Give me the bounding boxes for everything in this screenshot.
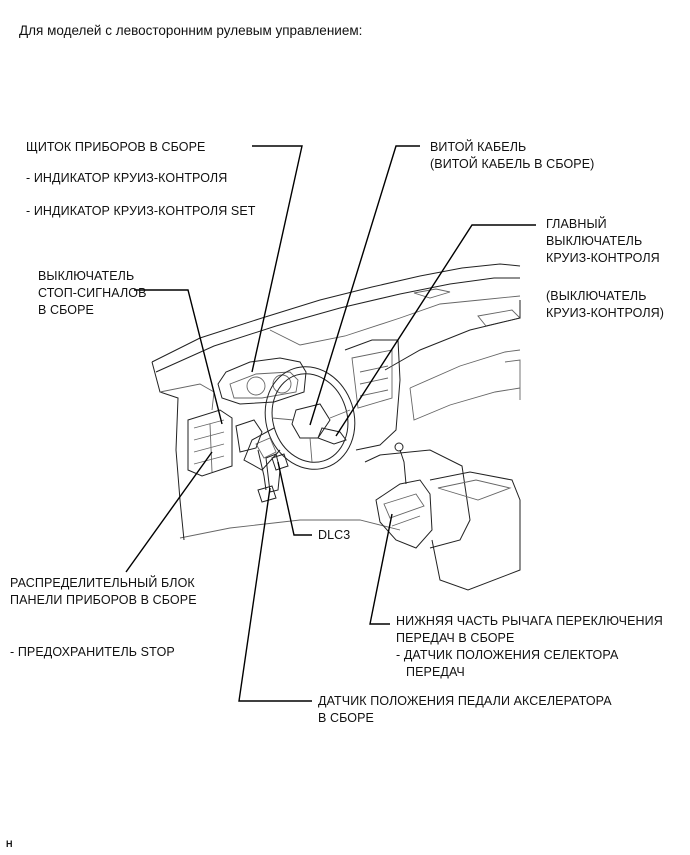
label-shift-lever-line2: ПЕРЕДАЧ В СБОРЕ [396, 631, 515, 645]
label-cruise-set-indicator: - ИНДИКАТОР КРУИЗ-КОНТРОЛЯ SET [26, 204, 256, 218]
pedal-bracket [235, 419, 263, 453]
left-pillar [151, 361, 185, 541]
label-shift-lever: НИЖНЯЯ ЧАСТЬ РЫЧАГА ПЕРЕКЛЮЧЕНИЯ ПЕРЕДАЧ… [396, 613, 663, 681]
center-stack [344, 339, 401, 451]
center-stack-panel [351, 349, 393, 409]
label-main-switch-note-line1: (ВЫКЛЮЧАТЕЛЬ [546, 289, 647, 303]
door-trim-right [504, 359, 521, 400]
floor-line [179, 519, 401, 539]
cruise-switch [317, 427, 347, 445]
left-door-trim [159, 383, 215, 411]
shift-knob [394, 442, 404, 452]
shift-lever-rod [399, 449, 407, 485]
dash-crease [269, 295, 521, 346]
center-stack-buttons [359, 365, 389, 397]
leader-junction-block [125, 451, 213, 573]
label-junction-block-line2: ПАНЕЛИ ПРИБОРОВ В СБОРЕ [10, 593, 197, 607]
brake-pedal-arm [257, 449, 267, 491]
label-accel-sensor: ДАТЧИК ПОЛОЖЕНИЯ ПЕДАЛИ АКСЕЛЕРАТОРА В С… [318, 693, 612, 727]
leader-main-switch [335, 224, 536, 437]
dash-right-face [384, 300, 521, 371]
meter-hood [217, 357, 307, 405]
label-spiral-cable-line2: (ВИТОЙ КАБЕЛЬ В СБОРЕ) [430, 157, 595, 171]
dlc3-connector [271, 453, 289, 471]
label-main-switch-note-line2: КРУИЗ-КОНТРОЛЯ) [546, 306, 665, 320]
leader-shift-lever [369, 513, 393, 625]
leader-dlc3 [277, 461, 312, 536]
page-title: Для моделей с левосторонним рулевым упра… [19, 23, 363, 38]
label-junction-block-line1: РАСПРЕДЕЛИТЕЛЬНЫЙ БЛОК [10, 576, 195, 590]
label-stop-light-switch-line1: ВЫКЛЮЧАТЕЛЬ [38, 269, 135, 283]
console-top [437, 479, 512, 501]
glovebox [409, 349, 521, 421]
label-spiral-cable: ВИТОЙ КАБЕЛЬ (ВИТОЙ КАБЕЛЬ В СБОРЕ) [430, 139, 594, 173]
label-spiral-cable-line1: ВИТОЙ КАБЕЛЬ [430, 140, 527, 154]
leader-stop-light-switch [134, 289, 223, 425]
label-stop-fuse: - ПРЕДОХРАНИТЕЛЬ STOP [10, 645, 175, 659]
label-main-switch-line3: КРУИЗ-КОНТРОЛЯ [546, 251, 660, 265]
label-shift-lever-line1: НИЖНЯЯ ЧАСТЬ РЫЧАГА ПЕРЕКЛЮЧЕНИЯ [396, 614, 663, 628]
corner-tag: H [6, 839, 13, 849]
meter-face [229, 371, 299, 399]
junction-block [187, 409, 233, 477]
junction-block-detail [193, 419, 225, 473]
steering-wheel-inner [271, 373, 349, 463]
meter-gauge-left [246, 376, 266, 396]
leader-combination-meter [251, 145, 303, 373]
label-main-switch-line2: ВЫКЛЮЧАТЕЛЬ [546, 234, 643, 248]
right-vent [477, 309, 521, 327]
dash-upper-line [155, 277, 520, 373]
leader-accel-sensor [238, 487, 312, 702]
label-stop-light-switch: ВЫКЛЮЧАТЕЛЬ СТОП-СИГНАЛОВ В СБОРЕ [38, 268, 147, 319]
label-cruise-indicator: - ИНДИКАТОР КРУИЗ-КОНТРОЛЯ [26, 171, 228, 185]
label-main-switch: ГЛАВНЫЙ ВЫКЛЮЧАТЕЛЬ КРУИЗ-КОНТРОЛЯ [546, 216, 660, 267]
console-left [364, 449, 471, 549]
console-box [429, 471, 521, 591]
defrost-vent [413, 288, 451, 299]
label-shift-lever-line3: - ДАТЧИК ПОЛОЖЕНИЯ СЕЛЕКТОРА [396, 648, 619, 662]
brake-pedal-pad [257, 485, 277, 503]
leader-spiral-cable [309, 145, 420, 426]
label-main-switch-note: (ВЫКЛЮЧАТЕЛЬ КРУИЗ-КОНТРОЛЯ) [546, 288, 664, 322]
steering-spokes [271, 409, 351, 463]
label-shift-lever-line4: ПЕРЕДАЧ [406, 665, 465, 679]
shift-lever-base [375, 479, 433, 549]
label-combination-meter: ЩИТОК ПРИБОРОВ В СБОРЕ [26, 140, 206, 154]
label-accel-sensor-line2: В СБОРЕ [318, 711, 374, 725]
accel-pedal [265, 453, 281, 493]
label-accel-sensor-line1: ДАТЧИК ПОЛОЖЕНИЯ ПЕДАЛИ АКСЕЛЕРАТОРА [318, 694, 612, 708]
label-main-switch-line1: ГЛАВНЫЙ [546, 217, 607, 231]
label-stop-light-switch-line2: СТОП-СИГНАЛОВ [38, 286, 147, 300]
dash-top-edge [151, 263, 521, 363]
label-junction-block: РАСПРЕДЕЛИТЕЛЬНЫЙ БЛОК ПАНЕЛИ ПРИБОРОВ В… [10, 575, 197, 609]
column-cover [255, 437, 277, 459]
steering-column [243, 427, 281, 471]
label-stop-light-switch-line3: В СБОРЕ [38, 303, 94, 317]
shift-lever-detail [383, 493, 425, 527]
label-dlc3: DLC3 [318, 528, 351, 542]
